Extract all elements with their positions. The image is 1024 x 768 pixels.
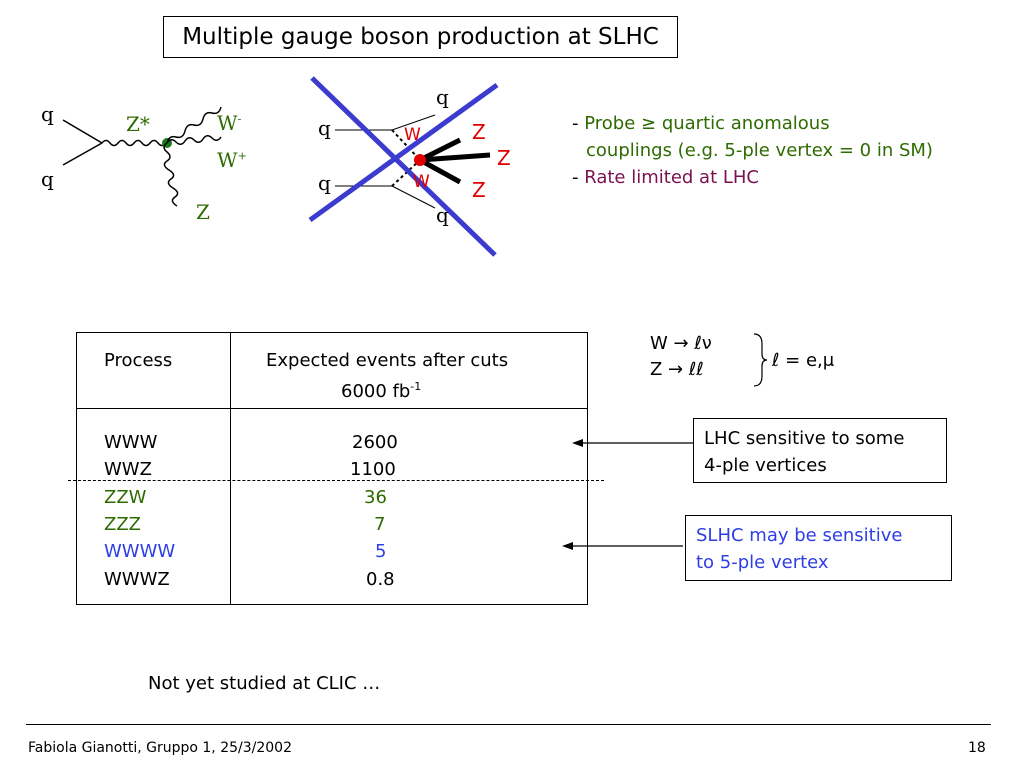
diag2-q-top: q <box>436 85 449 109</box>
slhc-note-line1: SLHC may be sensitive <box>696 525 903 546</box>
lepton-definition: ℓ = e,μ <box>772 350 835 371</box>
header-lumi: 6000 fb-1 <box>341 380 422 402</box>
quintic-vertex-dot <box>414 154 426 166</box>
slhc-note-line2: to 5-ple vertex <box>696 552 829 573</box>
z-line <box>163 142 179 207</box>
diag1-q-top: q <box>41 102 54 126</box>
diag2-q-bottom: q <box>436 203 449 227</box>
row-process-wwz: WWZ <box>104 459 152 480</box>
feynman-diagram-triple-boson <box>62 106 222 207</box>
row-events-zzw: 36 <box>364 487 387 508</box>
w-line-top <box>391 129 421 161</box>
table-header-divider <box>76 408 588 409</box>
diag1-wplus-label: W+ <box>217 148 247 172</box>
row-process-www: WWW <box>104 432 158 453</box>
z-line-3 <box>418 157 462 185</box>
arrow-to-lhc-rows <box>572 439 693 447</box>
footer-author: Fabiola Gianotti, Gruppo 1, 25/3/2002 <box>28 740 292 756</box>
lhc-note-box: LHC sensitive to some 4-ple vertices <box>693 418 947 483</box>
diag1-z-label: Z <box>196 200 210 224</box>
w-line-bottom <box>391 159 421 187</box>
row-events-zzz: 7 <box>374 514 386 535</box>
z-line-2 <box>419 152 491 163</box>
decay-w: W → ℓν <box>650 333 712 354</box>
quark-line-top <box>62 119 103 144</box>
diag1-zstar-label: Z* <box>126 112 150 136</box>
lhc-note-line1: LHC sensitive to some <box>704 428 905 449</box>
cross-line-1 <box>310 76 497 257</box>
table-dashed-separator <box>68 480 604 481</box>
clic-note: Not yet studied at CLIC … <box>148 673 381 694</box>
bullet-probe: - Probe ≥ quartic anomalous <box>572 113 830 134</box>
row-process-wwww: WWWW <box>104 541 176 562</box>
row-events-www: 2600 <box>352 432 398 453</box>
row-process-zzz: ZZZ <box>104 514 141 535</box>
w-minus-line <box>166 106 222 144</box>
right-brace <box>753 333 768 387</box>
w-plus-line <box>166 135 222 145</box>
bullet-probe-cont: couplings (e.g. 5-ple vertex = 0 in SM) <box>586 140 933 161</box>
row-process-zzw: ZZW <box>104 487 147 508</box>
diag2-w-top: W <box>404 125 421 145</box>
diag2-w-bottom: W <box>413 172 430 192</box>
bullet-list: - Probe ≥ quartic anomalous couplings (e… <box>572 110 933 191</box>
diag2-q-left-bottom: q <box>318 171 331 195</box>
diag2-z3: Z <box>472 178 486 202</box>
footer-page-number: 18 <box>968 740 986 756</box>
diag2-q-left-top: q <box>318 116 331 140</box>
row-events-wwz: 1100 <box>350 459 396 480</box>
expected-events-table <box>76 332 588 605</box>
cross-line-2 <box>308 82 499 223</box>
feynman-diagram-quintic-vertex <box>308 76 499 257</box>
row-events-wwwz: 0.8 <box>366 569 395 590</box>
header-process: Process <box>104 350 173 371</box>
z-line-1 <box>418 137 462 163</box>
diag2-z1: Z <box>472 120 486 144</box>
footer-rule <box>26 724 991 725</box>
arrow-to-slhc-rows <box>562 542 683 550</box>
diag2-z2: Z <box>497 146 511 170</box>
table-column-divider <box>230 332 231 605</box>
zstar-propagator <box>101 139 167 147</box>
header-events: Expected events after cuts <box>266 350 509 371</box>
bullet-rate: - Rate limited at LHC <box>572 167 759 188</box>
quark-line-bottom <box>62 142 103 166</box>
quark-line-out-bottom <box>391 185 436 209</box>
row-process-wwwz: WWWZ <box>104 569 170 590</box>
diag1-wminus-label: W- <box>217 111 242 135</box>
lhc-note-line2: 4-ple vertices <box>704 455 827 476</box>
diag1-q-bottom: q <box>41 167 54 191</box>
slide-title: Multiple gauge boson production at SLHC <box>163 16 678 58</box>
slide-title-text: Multiple gauge boson production at SLHC <box>182 24 659 50</box>
slhc-note-box: SLHC may be sensitive to 5-ple vertex <box>685 515 952 581</box>
decay-z: Z → ℓℓ <box>650 359 704 380</box>
quark-line-out-top <box>391 114 436 131</box>
row-events-wwww: 5 <box>375 541 387 562</box>
